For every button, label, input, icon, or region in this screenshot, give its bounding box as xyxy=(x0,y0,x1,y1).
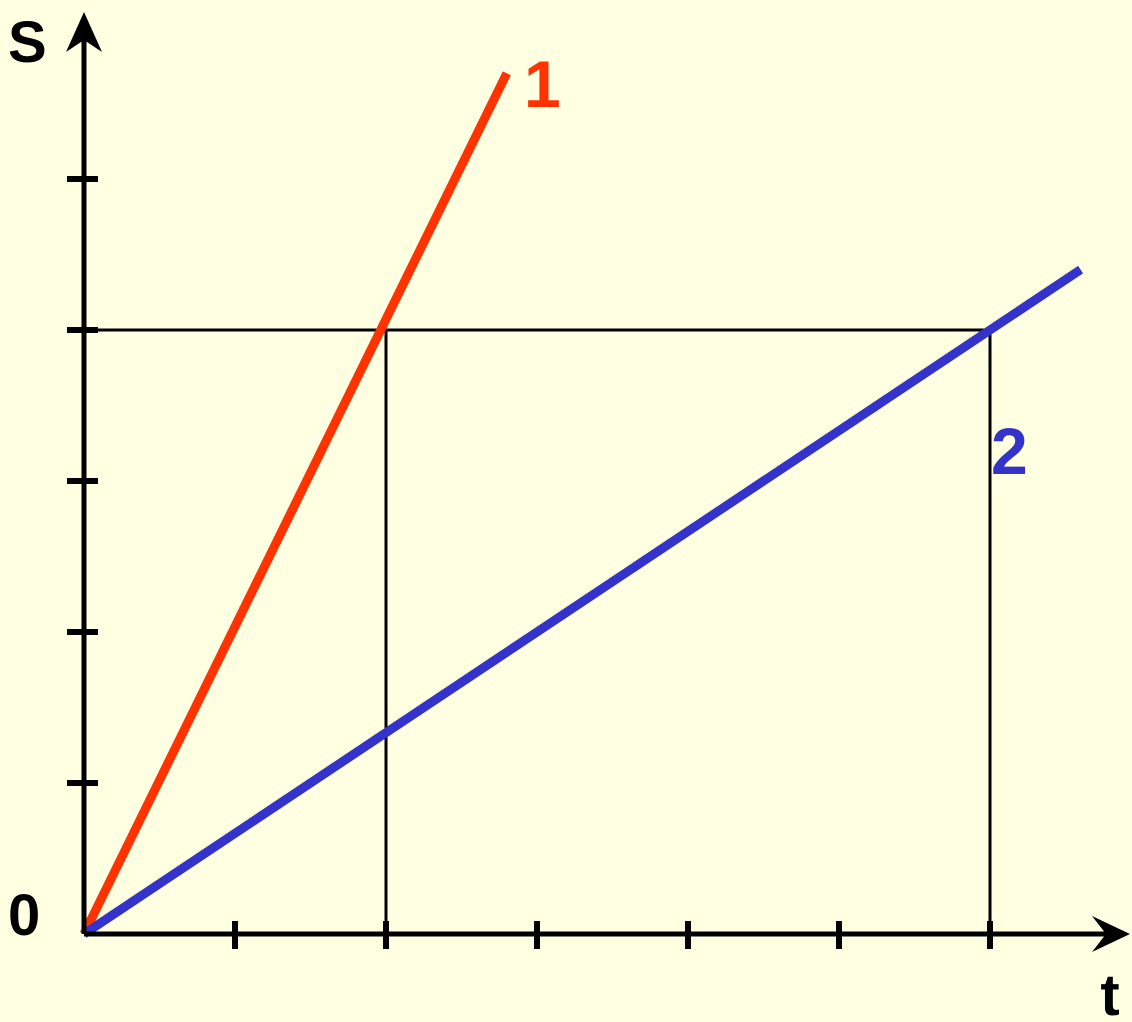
series-2-label: 2 xyxy=(991,414,1028,488)
x-axis-arrow-icon xyxy=(1092,916,1130,952)
series-1-line xyxy=(79,71,511,936)
series-2-line xyxy=(81,265,1084,938)
series-1-label: 1 xyxy=(524,47,561,121)
labels: S t 0 1 2 xyxy=(8,10,1120,1022)
axes xyxy=(66,12,1130,952)
x-ticks xyxy=(232,921,993,949)
y-axis-label: S xyxy=(8,10,47,75)
y-ticks xyxy=(67,176,98,786)
y-axis-arrow-icon xyxy=(66,12,102,52)
x-axis-label: t xyxy=(1100,963,1119,1022)
series-lines xyxy=(79,71,1084,938)
origin-label: 0 xyxy=(8,883,40,948)
reference-lines xyxy=(84,328,992,934)
